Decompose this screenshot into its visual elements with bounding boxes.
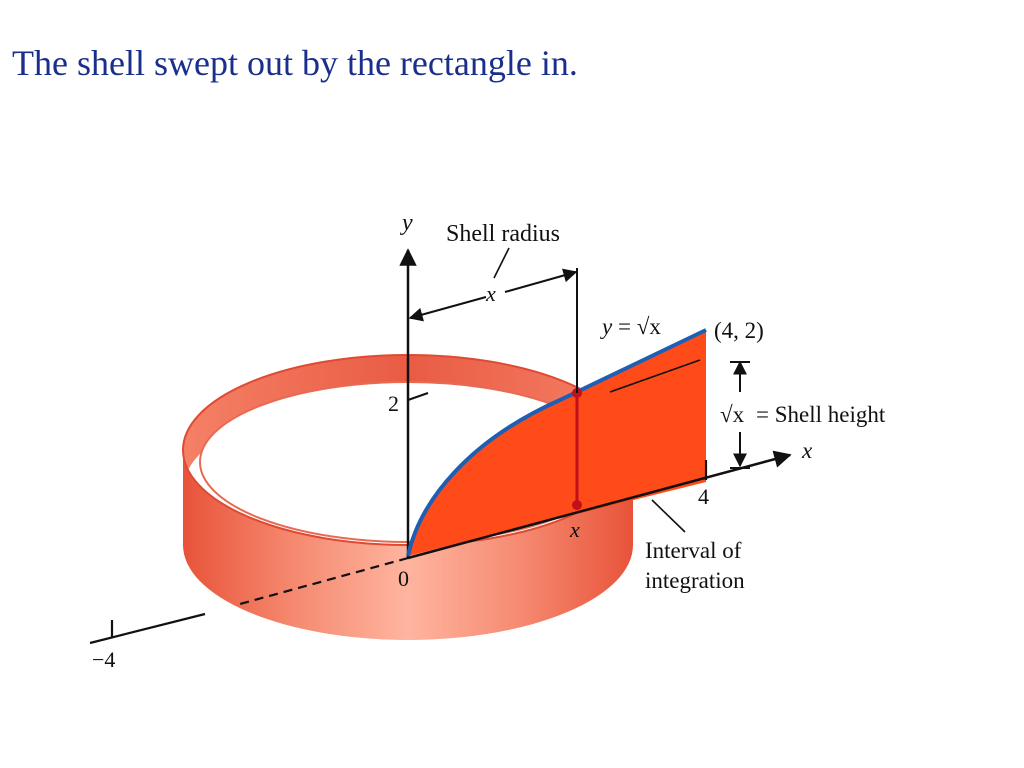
x-axis-label: x xyxy=(801,438,813,463)
curve-y-label: y xyxy=(600,314,613,339)
shell-radius-label: Shell radius xyxy=(446,221,560,247)
slide-title: The shell swept out by the rectangle in. xyxy=(12,43,578,83)
shell-height-label: = Shell height xyxy=(756,402,886,427)
tick-0-label: 0 xyxy=(398,566,409,591)
region-under-curve xyxy=(408,330,706,556)
interval-pointer xyxy=(651,499,686,533)
y-axis-label: y xyxy=(400,210,413,236)
shell-radius-pointer xyxy=(493,247,510,279)
shell-radius-right-arrow xyxy=(504,268,578,293)
rectangle-x-label: x xyxy=(569,517,580,542)
curve-equation-label: = √x xyxy=(618,314,661,339)
shell-radius-left-arrow xyxy=(408,296,487,322)
interval-label-line1: Interval of xyxy=(645,538,742,563)
tick-2-label: 2 xyxy=(388,391,399,416)
point-label: (4, 2) xyxy=(714,318,764,343)
tick-2 xyxy=(407,392,429,401)
shell-back-wall xyxy=(183,355,633,490)
radius-x-label: x xyxy=(485,281,496,306)
tick-neg4-label: −4 xyxy=(92,647,115,672)
x-axis xyxy=(407,450,792,560)
x-axis-negative-far xyxy=(89,612,206,645)
tick-4-label: 4 xyxy=(698,484,709,509)
curve-pointer xyxy=(609,359,701,393)
shell-height-sqrt-label: √x xyxy=(720,402,745,427)
interval-label-line2: integration xyxy=(645,568,745,593)
rectangle-bottom-point xyxy=(572,500,582,510)
curve-sqrt-x xyxy=(406,328,707,557)
